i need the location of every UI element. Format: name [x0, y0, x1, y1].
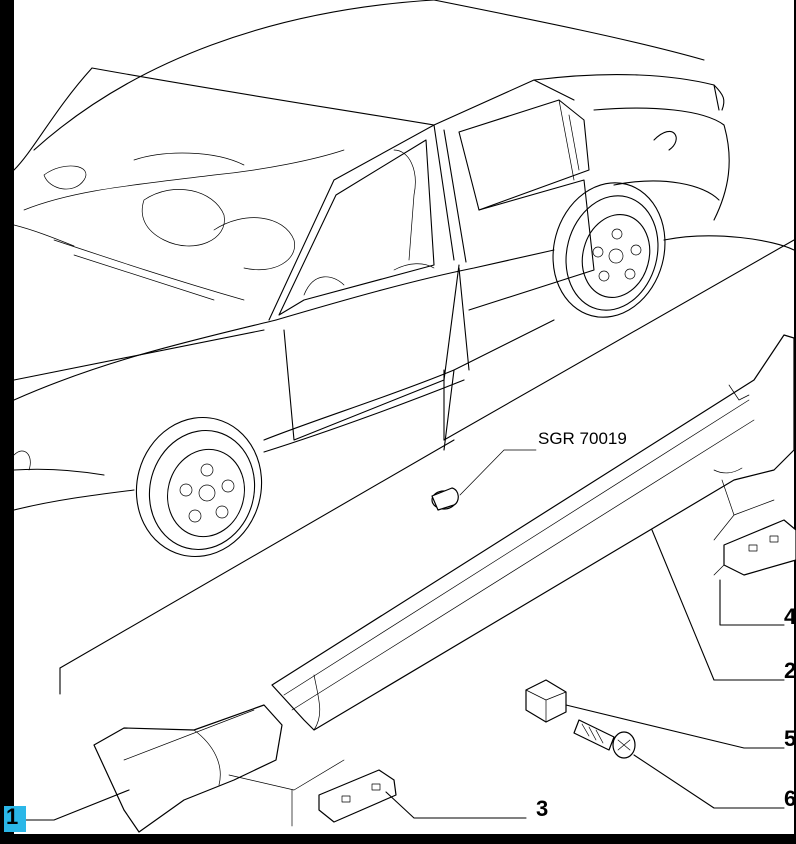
screw-6	[573, 719, 636, 759]
rear-wheel	[552, 182, 666, 318]
clip-nut-5	[525, 679, 567, 723]
callout-6[interactable]: 6	[784, 786, 796, 811]
callout-5[interactable]: 5	[784, 726, 796, 751]
part-code-label: SGR 70019	[538, 429, 627, 448]
bracket-4	[713, 479, 796, 576]
callout-4[interactable]: 4	[784, 604, 796, 629]
callout-2[interactable]: 2	[784, 658, 796, 683]
diagram-canvas: SGR 70019 1 2 3 4 5 6	[4, 0, 796, 834]
bracket-3	[228, 759, 397, 827]
callout-1[interactable]: 1	[4, 806, 26, 832]
clip-sgr-70019	[431, 449, 537, 511]
leader-lines	[25, 529, 785, 821]
callout-3[interactable]: 3	[536, 796, 549, 821]
exploded-parts-drawing	[13, 0, 796, 833]
front-wheel	[135, 416, 263, 558]
sill-cover	[271, 334, 795, 731]
car-illustration	[13, 0, 795, 695]
front-end-piece	[93, 704, 283, 833]
